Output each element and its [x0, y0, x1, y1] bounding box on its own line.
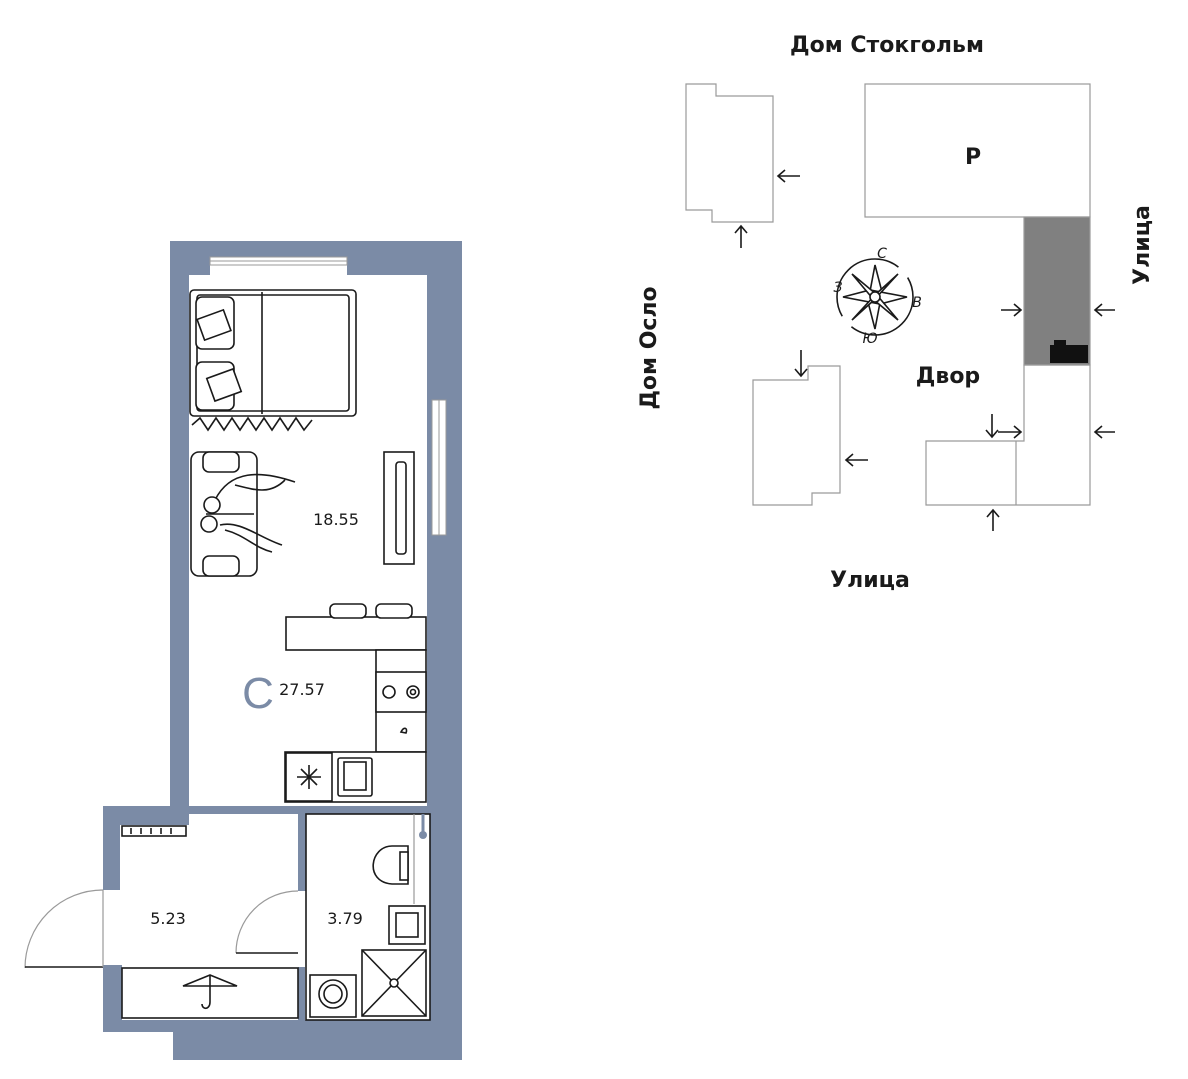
arrow-right-icon — [1001, 303, 1023, 317]
courtyard-label: Двор — [916, 364, 980, 389]
bathroom-fixtures — [305, 813, 431, 1021]
compass-west: З — [834, 280, 843, 296]
building-east — [925, 364, 1091, 506]
interior-wall — [298, 806, 430, 814]
unit-marker — [1050, 340, 1088, 363]
south-street-label: Улица — [830, 568, 910, 593]
entrance-door — [24, 889, 104, 969]
parking-label: Р — [965, 145, 981, 170]
west-building-label: Дом Осло — [637, 286, 662, 409]
sofa — [190, 451, 296, 577]
area-bathroom: 3.79 — [327, 909, 363, 928]
compass-east: В — [912, 295, 922, 311]
north-building-label: Дом Стокгольм — [790, 33, 984, 58]
interior-wall — [298, 806, 306, 891]
arrow-left-icon — [1093, 425, 1115, 439]
bar-counter — [285, 603, 427, 651]
kitchen-counter — [284, 649, 427, 803]
arrow-left-icon — [776, 169, 800, 183]
area-living: 18.55 — [313, 510, 359, 529]
arrow-up-icon — [986, 508, 1000, 531]
parking-block — [864, 83, 1091, 218]
interior-wall — [189, 806, 299, 814]
arrow-down-icon — [794, 350, 808, 378]
entrance-arrows — [734, 169, 1115, 531]
snowflake-icon — [297, 765, 321, 789]
site-plan: Дом Стокгольм Р С Ю З В Двор — [637, 33, 1155, 593]
area-studio: 27.57 — [279, 680, 325, 699]
building-nw — [685, 83, 774, 223]
floor-plan: 18.55 С 27.57 — [24, 241, 462, 1060]
tv-unit — [383, 451, 415, 565]
bed — [189, 289, 357, 432]
building-center — [752, 365, 841, 506]
radiator — [121, 825, 187, 837]
area-hall: 5.23 — [150, 909, 186, 928]
compass-north: С — [877, 246, 887, 262]
compass-rose-icon — [836, 258, 914, 336]
arrow-left-icon — [1093, 303, 1115, 317]
arrow-left-icon — [844, 453, 868, 467]
arrow-right-icon — [998, 425, 1023, 439]
arrow-down-icon — [985, 414, 999, 439]
wardrobe — [121, 967, 299, 1019]
studio-letter: С — [242, 669, 274, 718]
east-street-label: Улица — [1130, 205, 1155, 285]
exterior-wall — [103, 241, 462, 1060]
compass-south: Ю — [862, 331, 877, 347]
bathroom-door — [235, 890, 299, 954]
arrow-up-icon — [734, 224, 748, 248]
